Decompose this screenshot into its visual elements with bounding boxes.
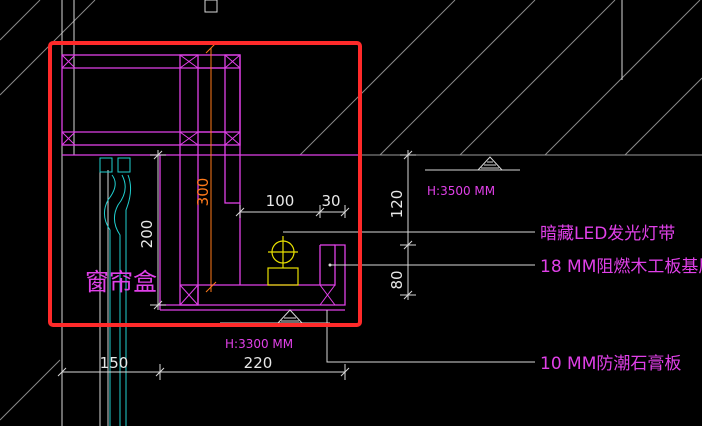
dim-150: 150: [100, 354, 129, 372]
leader-lines: [283, 231, 535, 363]
column-cap: [204, 0, 218, 13]
leader-dot: [328, 263, 332, 267]
dim-bottom: [57, 364, 350, 380]
level-mark-upper: [425, 156, 520, 171]
label-curtain-box: 窗帘盒: [85, 268, 157, 296]
dim-200: 200: [138, 220, 156, 249]
dim-30: 30: [321, 192, 340, 210]
dim-120-80: [400, 150, 416, 300]
dim-100: 100: [266, 192, 295, 210]
highlight-box: [48, 41, 362, 327]
orange-dimension: [205, 42, 217, 293]
dim-100-30: [235, 205, 350, 218]
led-fixture-icon: [267, 236, 299, 286]
dim-80: 80: [388, 270, 406, 289]
level-mark-lower: [220, 309, 330, 324]
dim-220: 220: [244, 354, 273, 372]
label-base-layer: 18 MM阻燃木工板基层: [540, 257, 702, 277]
dim-200-line: [150, 150, 166, 310]
label-led-strip: 暗藏LED发光灯带: [540, 224, 675, 244]
curtain-icon: [99, 157, 132, 426]
label-gypsum: 10 MM防潮石膏板: [540, 353, 681, 374]
level-lower: H:3300 MM: [225, 337, 293, 351]
level-upper: H:3500 MM: [427, 184, 495, 198]
frame-crosses: [61, 54, 336, 306]
dim-120: 120: [388, 190, 406, 219]
dim-300: 300: [194, 178, 212, 207]
